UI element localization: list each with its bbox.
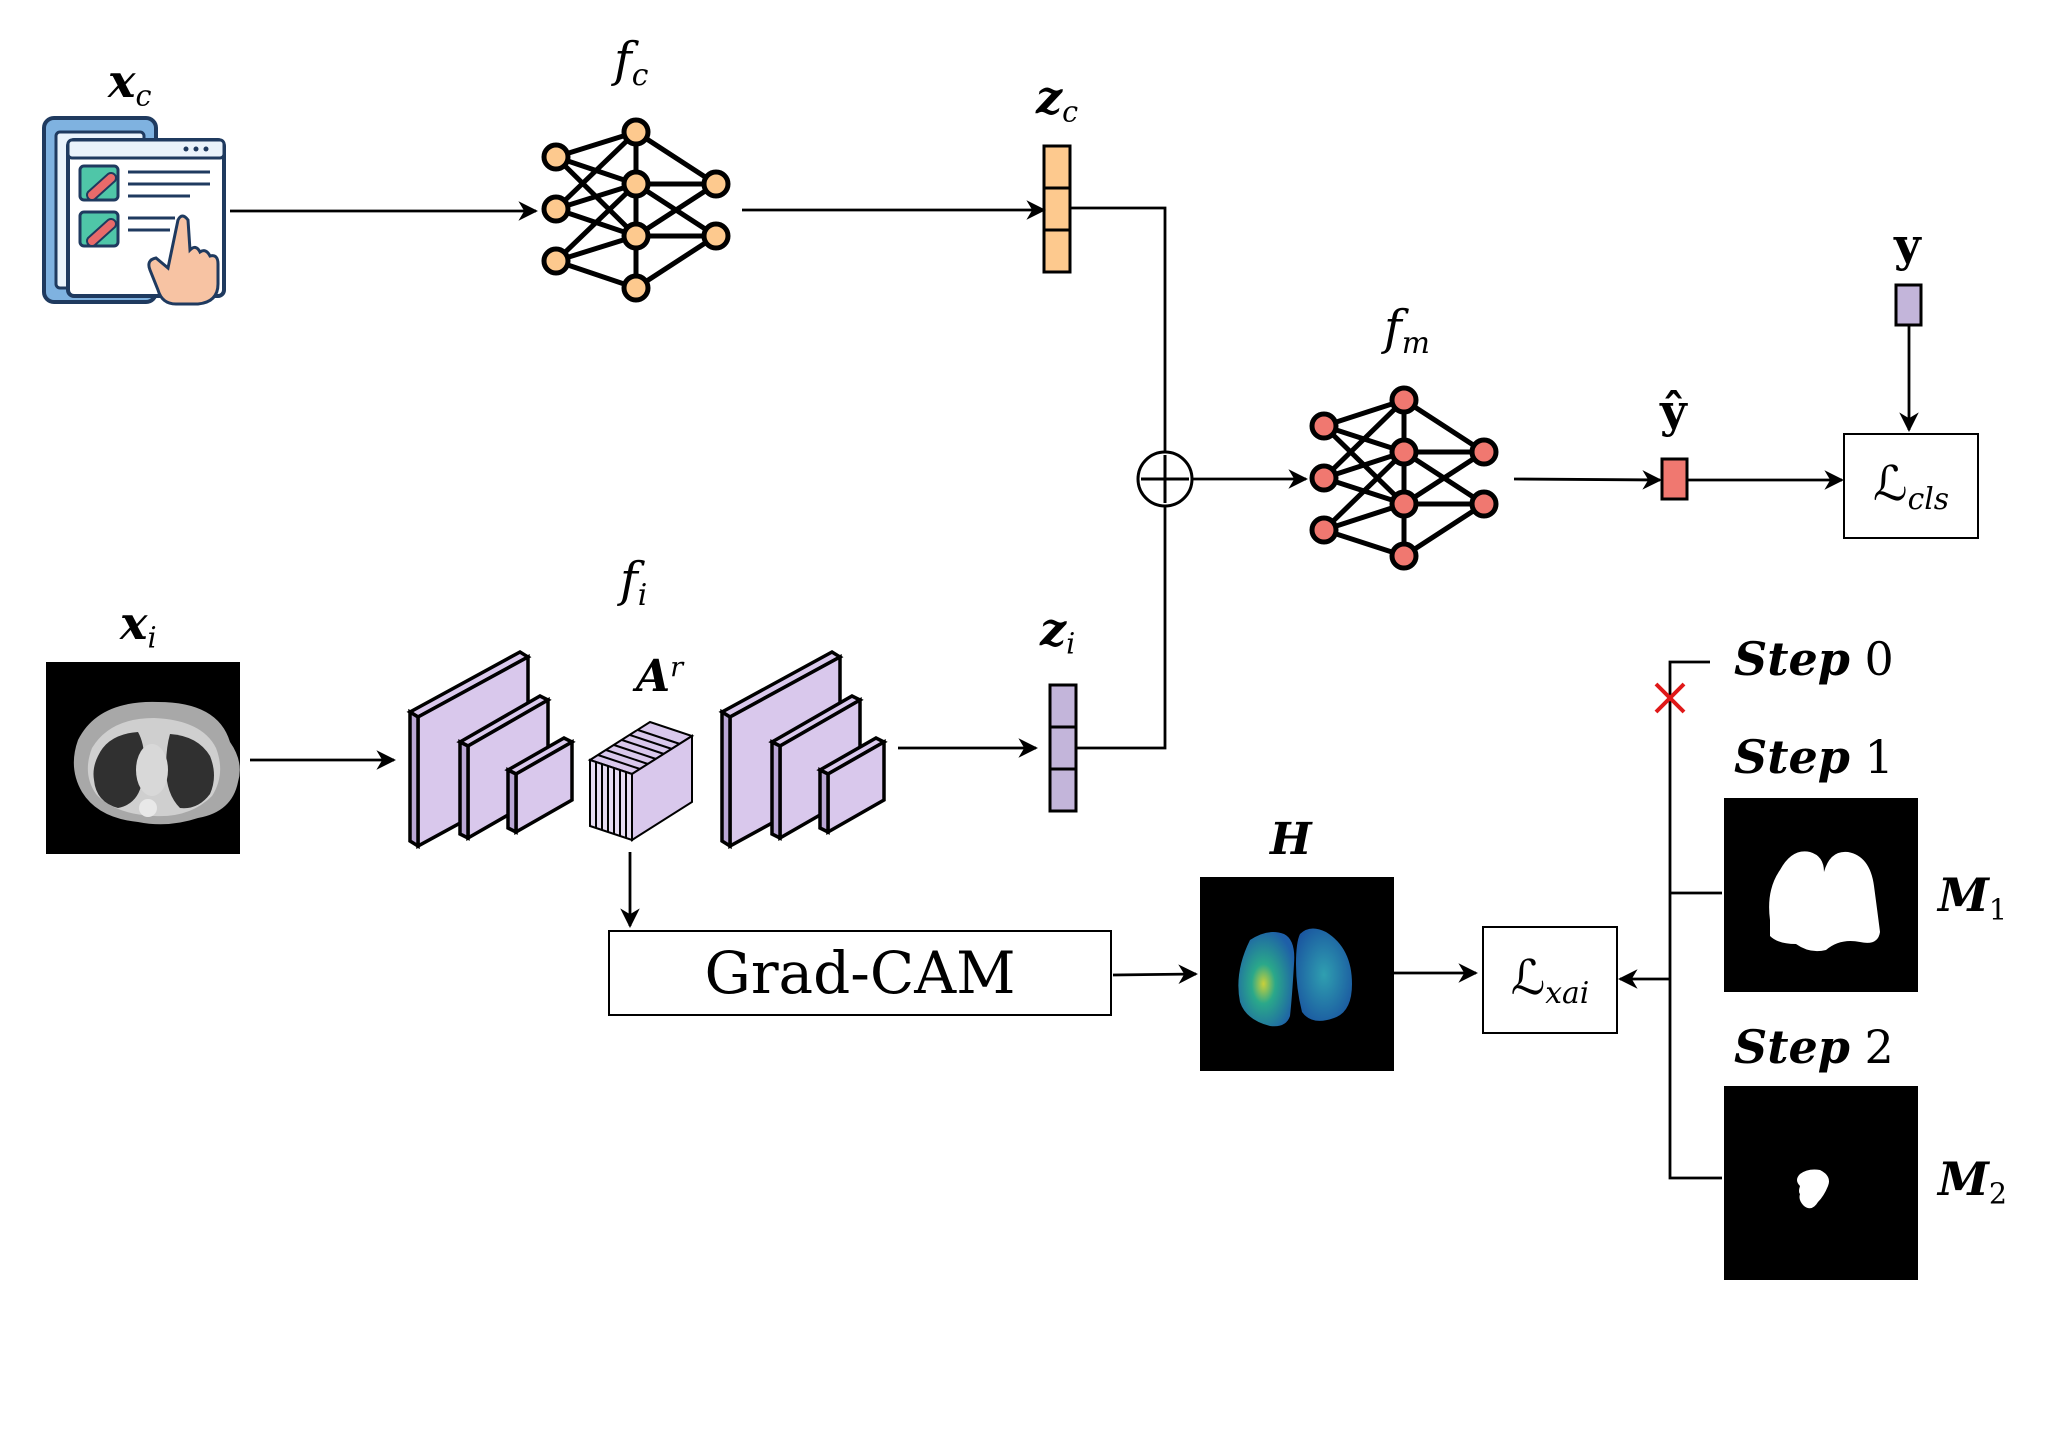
ct-scan-image <box>46 662 240 854</box>
step-1-label: Step 1 <box>1734 730 1894 784</box>
clinical-encoder-network <box>541 117 731 303</box>
activation-map-label: Ar <box>636 651 684 702</box>
heatmap-label: H <box>1270 814 1312 865</box>
gradcam-label: Grad-CAM <box>704 939 1016 1007</box>
clinical-input-label: xc <box>108 54 152 113</box>
mask-1-label: M1 <box>1938 868 2008 927</box>
prediction-vector <box>1660 457 1689 501</box>
clinical-tablet-icon <box>42 116 226 306</box>
image-encoder-label: fi <box>620 552 648 613</box>
mask-2-label: M2 <box>1938 1152 2008 1211</box>
prediction-label: ŷ <box>1660 384 1687 438</box>
label-y: y <box>1894 218 1921 272</box>
image-embedding-label: zi <box>1040 602 1076 661</box>
label-vector <box>1894 283 1923 327</box>
lesion-mask-image <box>1724 1086 1918 1280</box>
gradcam-box: Grad-CAM <box>608 930 1112 1016</box>
disabled-cross-icon <box>1654 682 1686 714</box>
lung-mask-image <box>1724 798 1918 992</box>
image-input-label: xi <box>120 596 157 655</box>
clinical-embedding-label: zc <box>1036 70 1079 129</box>
gradcam-heatmap-image <box>1200 877 1394 1071</box>
step-0-label: Step 0 <box>1734 632 1894 686</box>
xai-loss-label: ℒxai <box>1510 949 1590 1011</box>
classification-loss-box: ℒcls <box>1843 433 1979 539</box>
concatenation-operator <box>1136 450 1194 508</box>
fusion-classifier-network <box>1309 385 1499 571</box>
activation-map-cube <box>587 720 695 842</box>
xai-loss-box: ℒxai <box>1482 926 1618 1034</box>
clinical-embedding-vector <box>1042 144 1072 274</box>
step-2-label: Step 2 <box>1734 1020 1894 1074</box>
connector-lines <box>230 200 1919 1180</box>
image-encoder-block-2 <box>718 649 888 850</box>
clinical-encoder-label: fc <box>614 32 649 93</box>
fusion-network-label: fm <box>1384 300 1430 361</box>
image-embedding-vector <box>1048 683 1078 813</box>
classification-loss-label: ℒcls <box>1872 455 1950 517</box>
image-encoder-block-1 <box>406 649 576 850</box>
